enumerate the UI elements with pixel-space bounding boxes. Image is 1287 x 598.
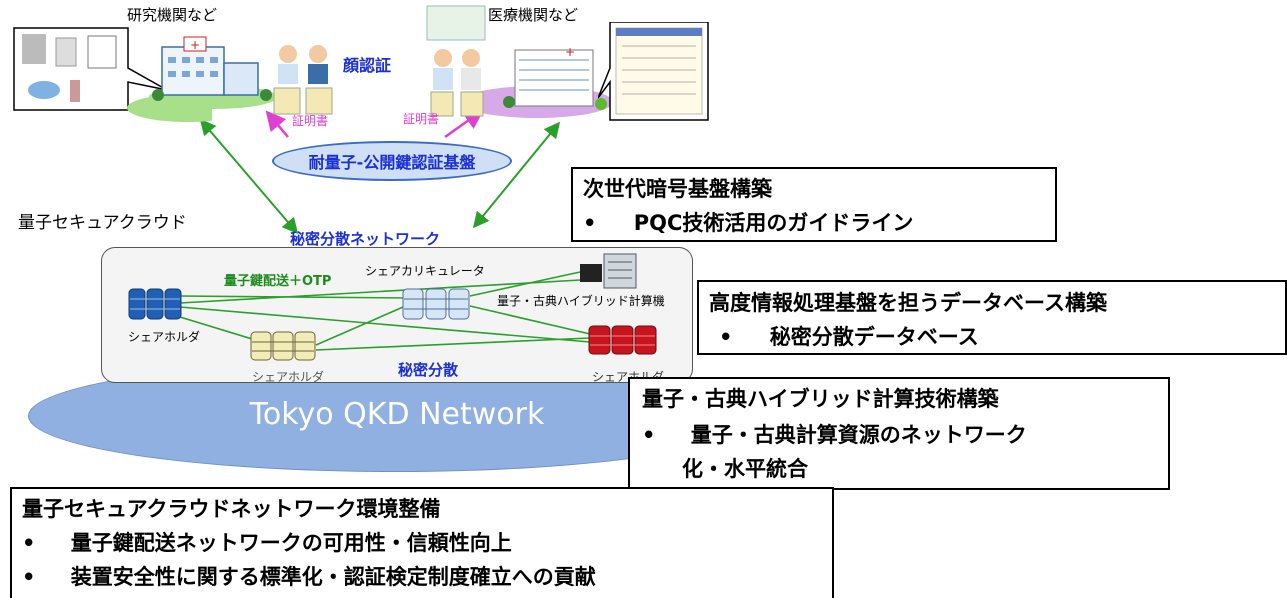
qkd-network-label: Tokyo QKD Network: [249, 397, 545, 432]
share-holder-bottom-label: シェアホルダ: [252, 370, 325, 384]
environment-bullet-1: 量子鍵配送ネットワークの可用性・信頼性向上: [70, 531, 512, 555]
database-box-title: 高度情報処理基盤を担うデータベース構築: [709, 291, 1107, 315]
hybrid-computer-icon: [580, 253, 637, 289]
crypto-bullet-1: PQC技術活用のガイドライン: [633, 211, 914, 235]
cert-right-arrow: [444, 109, 485, 139]
database-box: 高度情報処理基盤を担うデータベース構築 • 秘密分散データベース: [697, 280, 1287, 355]
bullet-icon: •: [583, 211, 597, 235]
research-to-network-arrow: [199, 118, 299, 235]
medical-institution-label: 医療機関など: [488, 6, 579, 24]
bullet-icon: •: [22, 565, 36, 589]
secret-network-label: 秘密分散ネットワーク: [290, 230, 441, 248]
hybrid-computing-box: 量子・古典ハイブリッド計算技術構築 • 量子・古典計算資源のネットワーク 化・水…: [628, 377, 1170, 490]
environment-box: 量子セキュアクラウドネットワーク環境整備 • 量子鍵配送ネットワークの可用性・信…: [10, 487, 834, 598]
database-bullet-1: 秘密分散データベース: [769, 325, 979, 349]
bullet-icon: •: [22, 531, 36, 555]
medical-institution-illustration: +: [425, 4, 615, 124]
cert-right-label: 証明書: [403, 112, 440, 126]
svg-text:+: +: [565, 45, 575, 59]
crypto-infrastructure-box: 次世代暗号基盤構築 • PQC技術活用のガイドライン: [571, 167, 1057, 242]
svg-text:+: +: [190, 38, 200, 52]
hybrid-box-title: 量子・古典ハイブリッド計算技術構築: [642, 387, 999, 411]
hybrid-bullet-1-continued: 化・水平統合: [682, 457, 808, 481]
share-network-lines: [179, 271, 591, 351]
crypto-box-title: 次世代暗号基盤構築: [583, 177, 772, 201]
doctors-left-illustration: [270, 40, 340, 120]
pki-ellipse: 耐量子-公開鍵認証基盤: [272, 141, 512, 181]
database-yellow-icon: [250, 331, 316, 361]
medical-to-network-arrow: [472, 121, 561, 229]
secure-cloud-title: 量子セキュアクラウド: [18, 213, 187, 233]
key-distribution-label: 量子鍵配送＋OTP: [224, 274, 332, 289]
research-institution-label: 研究機関など: [127, 6, 218, 24]
hybrid-computer-label: 量子・古典ハイブリッド計算機: [497, 294, 665, 308]
environment-box-title: 量子セキュアクラウドネットワーク環境整備: [22, 497, 441, 521]
share-calculator-label: シェアカリキュレータ: [365, 264, 485, 278]
hospital-building-illustration: +: [148, 35, 278, 110]
secret-sharing-label: 秘密分散: [398, 361, 459, 379]
hybrid-bullet-1: 量子・古典計算資源のネットワーク: [690, 423, 1027, 447]
database-red-icon: [588, 325, 657, 355]
bullet-icon: •: [719, 325, 733, 349]
pki-label: 耐量子-公開鍵認証基盤: [308, 153, 476, 172]
bullet-icon: •: [642, 423, 656, 447]
face-auth-label: 顔認証: [343, 56, 392, 75]
cert-left-label: 証明書: [292, 114, 329, 128]
database-light-icon: [402, 288, 470, 320]
cert-left-arrow: [265, 110, 289, 138]
medical-records-window: [597, 21, 710, 127]
environment-bullet-2: 装置安全性に関する標準化・認証検定制度確立への貢献: [70, 565, 596, 589]
database-blue-icon: [128, 288, 182, 320]
share-holder-left-label: シェアホルダ: [128, 330, 201, 344]
